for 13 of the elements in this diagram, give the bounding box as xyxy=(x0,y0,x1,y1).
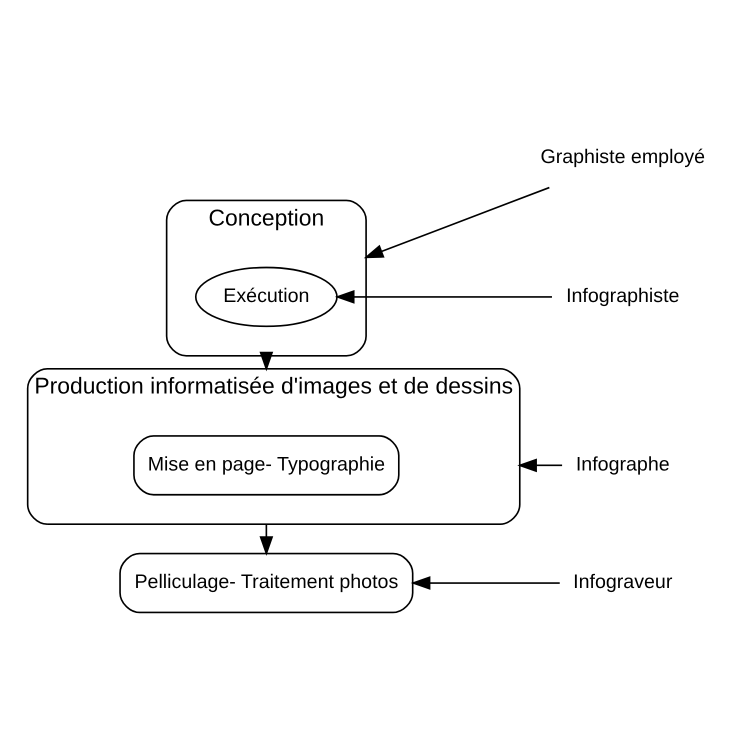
node-text: Infographe xyxy=(576,452,670,475)
node-text: Infograveur xyxy=(573,570,672,593)
node-ellipse: Exécution xyxy=(194,266,338,327)
node-text: Graphiste employé xyxy=(540,146,706,168)
arrow xyxy=(334,290,552,304)
node-text: Infographiste xyxy=(566,284,680,306)
arrow xyxy=(517,458,562,472)
arrow xyxy=(410,576,560,590)
arrow xyxy=(259,524,274,556)
node-box: Pelliculage- Traitement photos xyxy=(119,552,414,613)
arrow xyxy=(364,186,550,258)
node-box: Mise en page- Typographie xyxy=(133,434,400,496)
arrow xyxy=(259,351,274,371)
